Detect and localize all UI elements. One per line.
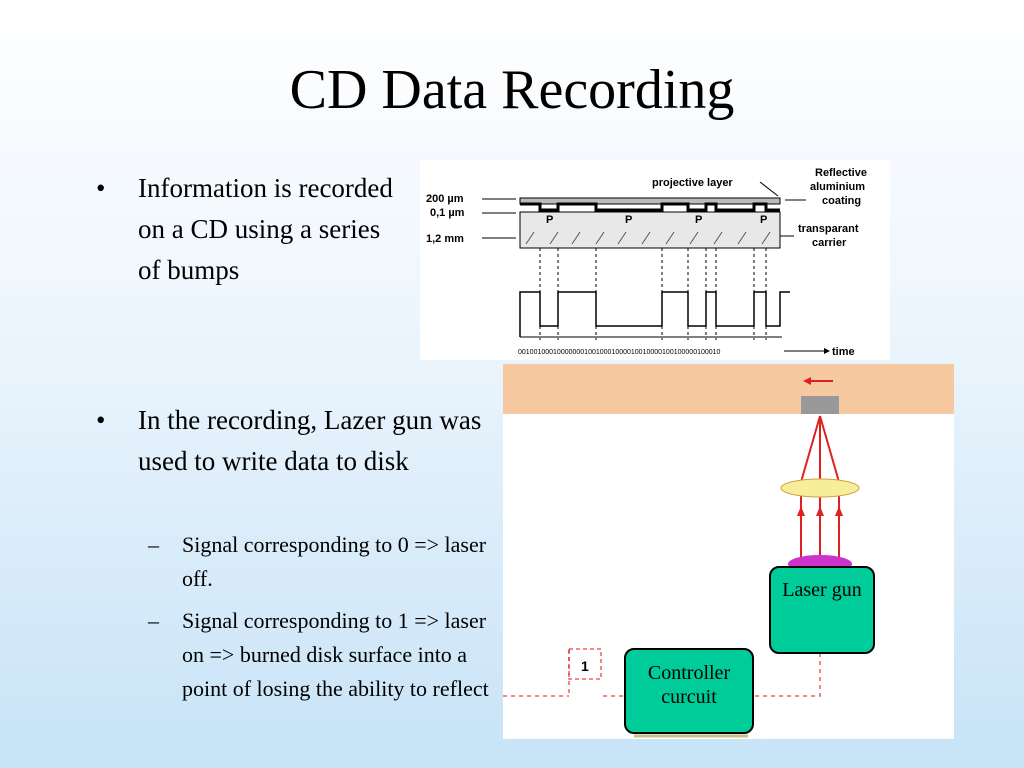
bullet-text: In the recording, Lazer gun was used to … bbox=[138, 405, 482, 476]
pit-label: P bbox=[625, 214, 632, 226]
signal-label: 1 bbox=[581, 658, 589, 674]
label-200um: 200 µm bbox=[426, 193, 464, 205]
label-01um: 0,1 µm bbox=[430, 207, 465, 219]
label-protective-layer: projective layer bbox=[652, 177, 733, 189]
laser-recording-diagram: 1 bbox=[503, 364, 954, 739]
cd-structure-diagram: 200 µm 0,1 µm 1,2 mm P P P P projective … bbox=[420, 160, 890, 360]
bullet-item-2: • In the recording, Lazer gun was used t… bbox=[96, 400, 506, 482]
pit-label: P bbox=[546, 214, 553, 226]
bit-string: 0010010001000000010010001000010010000100… bbox=[518, 349, 721, 356]
laser-gun-label: Laser gun bbox=[782, 579, 862, 601]
label-reflective-2: aluminium bbox=[810, 181, 865, 193]
bullet-marker: • bbox=[96, 173, 106, 203]
controller-circuit-box: Controller curcuit bbox=[624, 648, 754, 734]
pit-label: P bbox=[695, 214, 702, 226]
label-reflective-1: Reflective bbox=[815, 167, 867, 179]
bullet-marker: • bbox=[96, 405, 106, 435]
bullet-item-1: • Information is recorded on a CD using … bbox=[96, 168, 396, 291]
pit-label: P bbox=[760, 214, 767, 226]
laser-gun-box: Laser gun bbox=[769, 566, 875, 654]
subbullet-item-2: – Signal corresponding to 1 => laser on … bbox=[148, 604, 508, 706]
label-12mm: 1,2 mm bbox=[426, 233, 464, 245]
bullet-text: Information is recorded on a CD using a … bbox=[138, 173, 393, 285]
controller-circuit-label: Controller curcuit bbox=[647, 662, 731, 708]
burn-spot bbox=[801, 396, 839, 414]
subbullet-list: – Signal corresponding to 0 => laser off… bbox=[148, 528, 508, 714]
label-reflective-3: coating bbox=[822, 195, 861, 207]
disk-band bbox=[503, 364, 954, 414]
subbullet-marker: – bbox=[148, 608, 159, 633]
slide-title: CD Data Recording bbox=[289, 59, 735, 121]
label-transparent-1: transparant bbox=[798, 223, 859, 235]
label-transparent-2: carrier bbox=[812, 237, 847, 249]
subbullet-item-1: – Signal corresponding to 0 => laser off… bbox=[148, 528, 508, 596]
subbullet-marker: – bbox=[148, 532, 159, 557]
subbullet-text: Signal corresponding to 1 => laser on =>… bbox=[182, 608, 489, 701]
label-time: time bbox=[832, 346, 855, 358]
lens bbox=[780, 478, 860, 498]
subbullet-text: Signal corresponding to 0 => laser off. bbox=[182, 532, 487, 591]
laser-beams bbox=[800, 415, 840, 559]
